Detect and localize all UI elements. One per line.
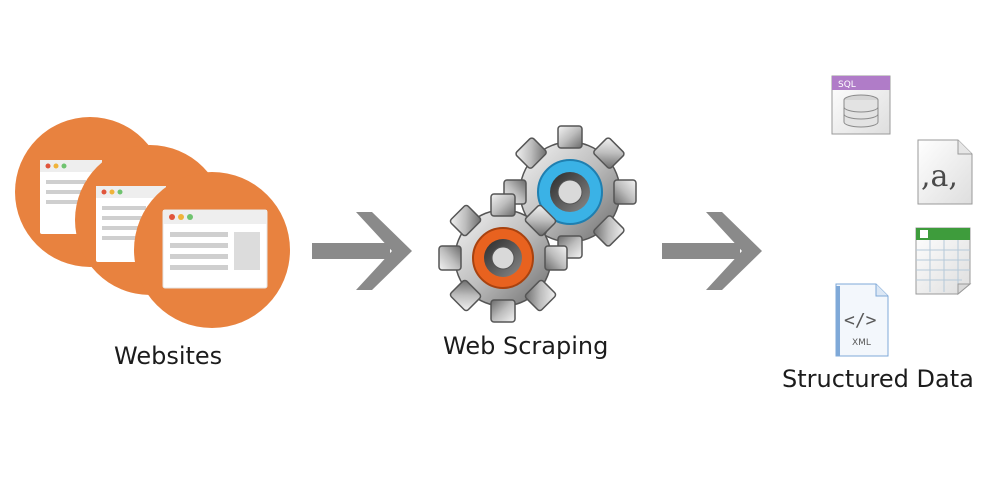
- gear-icon: [438, 193, 568, 323]
- websites-group: [15, 117, 290, 328]
- websites-label: Websites: [114, 342, 223, 370]
- arrow-right-icon: [662, 212, 762, 290]
- arrow-right-icon: [312, 212, 412, 290]
- sql-database-icon: SQL: [831, 75, 891, 135]
- xml-icon-text: XML: [852, 338, 871, 348]
- structured-data-label: Structured Data: [782, 365, 974, 393]
- xml-icon-symbol: </>: [844, 310, 877, 331]
- web-scraping-label: Web Scraping: [443, 332, 609, 360]
- sql-icon-text: SQL: [838, 80, 856, 90]
- spreadsheet-icon: [915, 227, 972, 296]
- website-icon: [134, 172, 290, 328]
- gears-icon: [438, 125, 637, 323]
- csv-icon-text: ,a,: [921, 159, 958, 194]
- xml-document-icon: </> XML: [835, 283, 889, 357]
- csv-document-icon: ,a,: [917, 139, 973, 205]
